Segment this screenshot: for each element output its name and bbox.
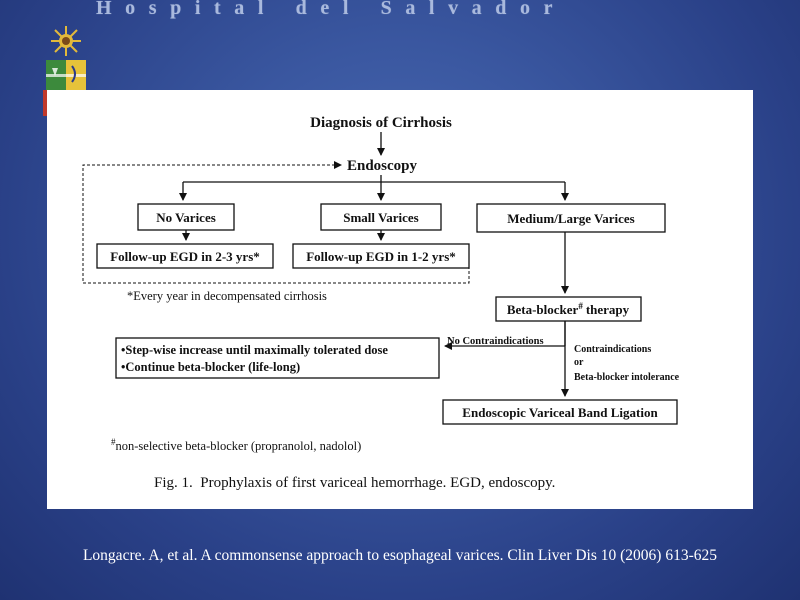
flowchart: Diagnosis of Cirrhosis Endoscopy No Vari… bbox=[82, 115, 680, 491]
node-medium-large-varices: Medium/Large Varices bbox=[507, 211, 634, 226]
node-followup-1-2: Follow-up EGD in 1-2 yrs* bbox=[306, 249, 456, 264]
node-no-varices: No Varices bbox=[156, 210, 216, 225]
slide-header-title: Hospital del Salvador bbox=[96, 0, 567, 19]
box-small-varices bbox=[320, 203, 442, 231]
figure-caption: Fig. 1. Prophylaxis of first variceal he… bbox=[154, 475, 555, 491]
box-no-varices bbox=[137, 203, 235, 231]
footnote-asterisk: *Every year in decompensated cirrhosis bbox=[127, 289, 327, 303]
citation-text: Longacre. A, et al. A commonsense approa… bbox=[82, 547, 718, 564]
label-contraindications: Contraindications bbox=[574, 344, 651, 355]
label-or: or bbox=[574, 357, 584, 368]
node-beta-blocker-prefix: Beta-blocker bbox=[507, 302, 579, 317]
box-beta-blocker bbox=[495, 296, 642, 322]
label-no-contraindications: No Contraindications bbox=[447, 336, 544, 347]
sun-emblem-icon bbox=[51, 26, 81, 56]
node-followup-2-3: Follow-up EGD in 2-3 yrs* bbox=[110, 249, 260, 264]
shield-icon bbox=[43, 60, 86, 116]
node-beta-blocker-sup: # bbox=[578, 301, 583, 311]
figure-panel: Diagnosis of Cirrhosis Endoscopy No Vari… bbox=[47, 90, 753, 509]
label-bb-intolerance: Beta-blocker intolerance bbox=[574, 372, 680, 383]
node-stepwise-line2: •Continue beta-blocker (life-long) bbox=[121, 360, 300, 374]
hospital-logo bbox=[43, 26, 86, 116]
box-evl bbox=[442, 399, 678, 425]
footnote-hash-text: non-selective beta-blocker (propranolol,… bbox=[116, 439, 362, 453]
box-followup-1-2 bbox=[292, 243, 470, 269]
box-followup-2-3 bbox=[96, 243, 274, 269]
node-endoscopy: Endoscopy bbox=[347, 158, 418, 174]
node-beta-blocker-suffix: therapy bbox=[586, 302, 630, 317]
footnote-hash-sup: # bbox=[111, 437, 116, 447]
node-small-varices: Small Varices bbox=[343, 210, 418, 225]
box-medium-large-varices bbox=[476, 203, 666, 233]
node-beta-blocker: Beta-blocker#therapy bbox=[507, 301, 630, 317]
edge-dashed-return bbox=[82, 164, 470, 284]
node-evl: Endoscopic Variceal Band Ligation bbox=[462, 405, 658, 420]
node-stepwise-line1: •Step-wise increase until maximally tole… bbox=[121, 343, 388, 357]
box-stepwise bbox=[115, 337, 440, 379]
footnote-hash: #non-selective beta-blocker (propranolol… bbox=[111, 437, 361, 453]
node-diagnosis: Diagnosis of Cirrhosis bbox=[310, 115, 452, 131]
